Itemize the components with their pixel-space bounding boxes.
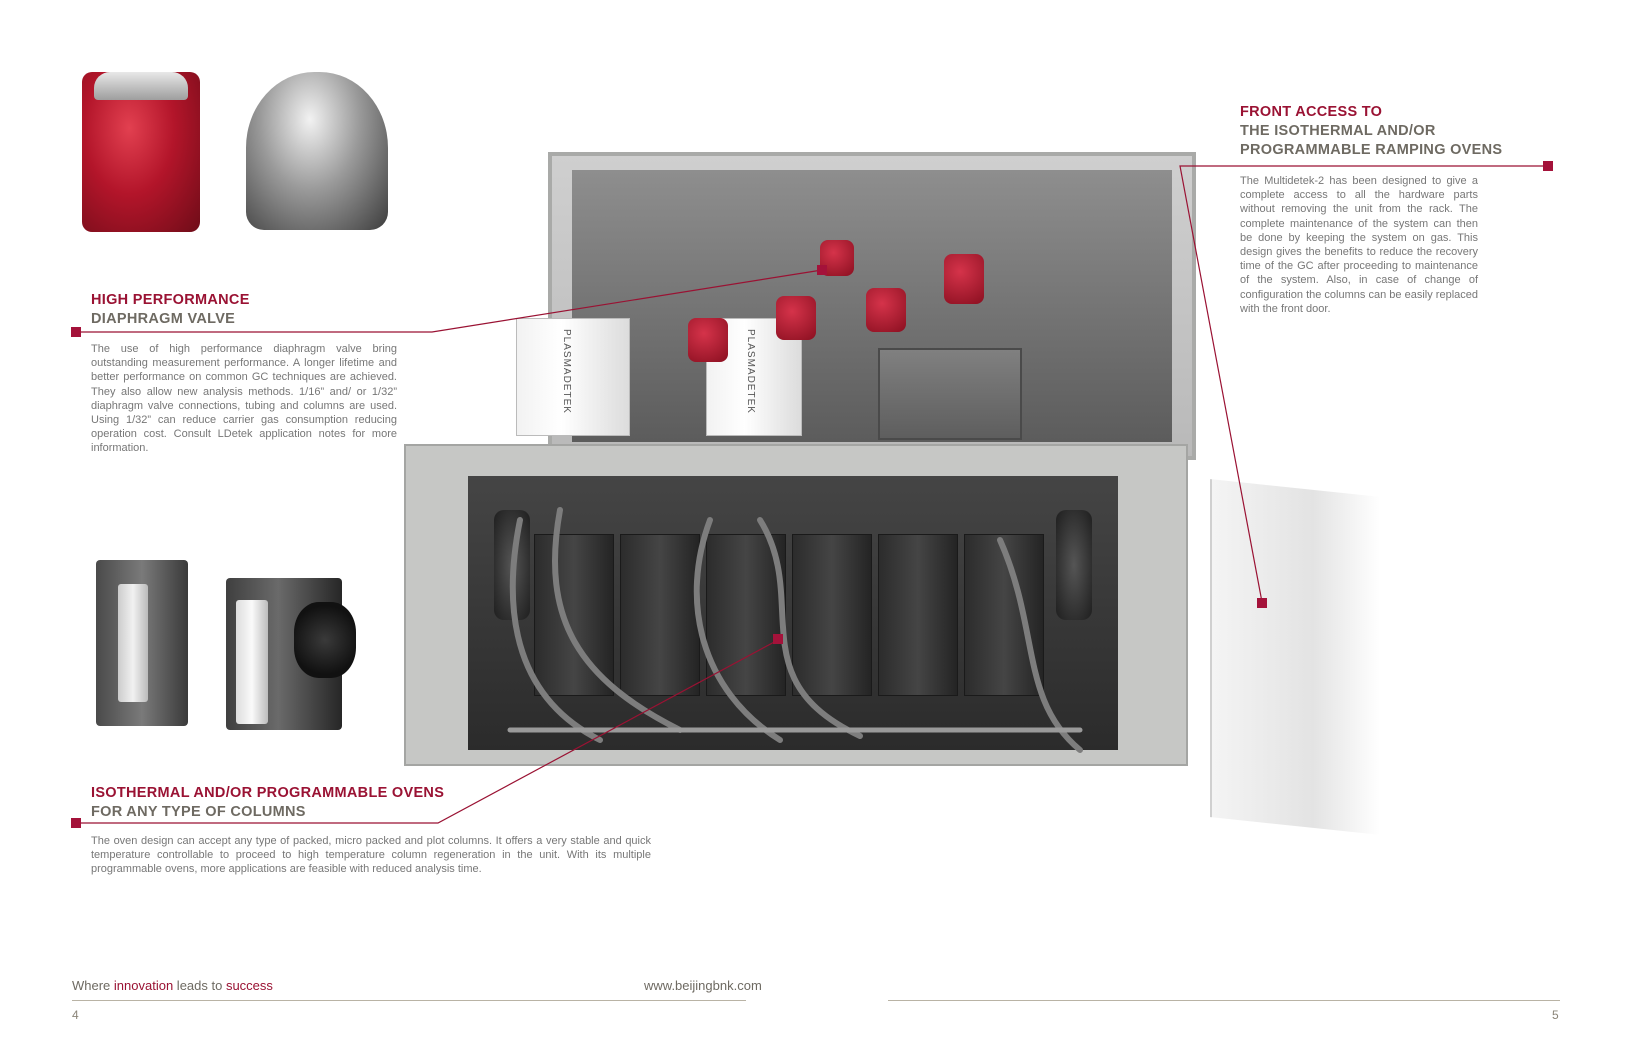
oven-block xyxy=(878,534,958,696)
cable-bundle xyxy=(507,507,1083,753)
front-access-section: FRONT ACCESS TO THE ISOTHERMAL AND/OR PR… xyxy=(1240,103,1540,160)
ovens-body: The oven design can accept any type of p… xyxy=(91,835,651,876)
plasmadetek-detector-left: PLASMADETEK xyxy=(516,318,630,436)
oven-block xyxy=(534,534,614,696)
detector-label: PLASMADETEK xyxy=(561,329,572,414)
front-access-marker xyxy=(1543,161,1553,171)
oven-with-fan-photo xyxy=(226,578,356,730)
oven-slot xyxy=(118,584,148,702)
ovens-marker xyxy=(71,818,81,828)
cable xyxy=(693,517,783,743)
front-access-title-line1: FRONT ACCESS TO xyxy=(1240,104,1383,120)
ovens-section: ISOTHERMAL AND/OR PROGRAMMABLE OVENS FOR… xyxy=(91,784,511,822)
cable xyxy=(757,517,863,739)
chassis-top-frame xyxy=(548,152,1196,460)
red-diaphragm-valve-photo xyxy=(82,72,200,232)
front-access-title-line3: PROGRAMMABLE RAMPING OVENS xyxy=(1240,142,1503,158)
diaphragm-leader-line xyxy=(74,269,823,333)
page-number-right: 5 xyxy=(1552,1008,1559,1022)
diaphragm-body: The use of high performance diaphragm va… xyxy=(91,343,397,455)
diaphragm-title-line1: HIGH PERFORMANCE xyxy=(91,292,250,308)
oven-slot xyxy=(236,600,268,724)
diaphragm-target-marker xyxy=(817,265,827,275)
valve-in-chassis xyxy=(776,296,816,340)
oven-block xyxy=(964,534,1044,696)
tagline-success: success xyxy=(225,978,273,993)
cable xyxy=(509,517,603,743)
valve-cap xyxy=(94,72,188,100)
valve-in-chassis xyxy=(944,254,984,304)
oven-module-photo xyxy=(96,560,188,726)
footer-rule-right xyxy=(888,1000,1560,1001)
ovens-title-line1: ISOTHERMAL AND/OR PROGRAMMABLE OVENS xyxy=(91,785,445,801)
tagline-part3: leads to xyxy=(173,978,226,993)
footer-rule-left xyxy=(72,1000,746,1001)
ovens-heading: ISOTHERMAL AND/OR PROGRAMMABLE OVENS FOR… xyxy=(91,784,511,822)
diaphragm-section: HIGH PERFORMANCE DIAPHRAGM VALVE xyxy=(91,291,401,329)
valve-in-chassis xyxy=(866,288,906,332)
diaphragm-title-line2: DIAPHRAGM VALVE xyxy=(91,311,236,327)
electronics-box xyxy=(878,348,1022,440)
ovens-target-marker xyxy=(773,634,783,644)
ovens-leader-line xyxy=(74,639,779,824)
page-number-left: 4 xyxy=(72,1008,79,1022)
footer-tagline: Where innovation leads to success xyxy=(72,978,273,993)
steel-diaphragm-valve-photo xyxy=(246,72,388,230)
tagline-part1: Where xyxy=(72,978,114,993)
detector-label: PLASMADETEK xyxy=(745,329,756,414)
cable xyxy=(552,507,683,733)
ovens-title-line2: FOR ANY TYPE OF COLUMNS xyxy=(91,804,306,820)
fan-right-icon xyxy=(1056,510,1092,620)
front-access-target-marker xyxy=(1257,598,1267,608)
front-access-title-line2: THE ISOTHERMAL AND/OR xyxy=(1240,123,1436,139)
oven-block xyxy=(792,534,872,696)
front-access-body: The Multidetek-2 has been designed to gi… xyxy=(1240,175,1478,315)
diaphragm-heading: HIGH PERFORMANCE DIAPHRAGM VALVE xyxy=(91,291,401,329)
oven-block xyxy=(620,534,700,696)
front-access-leader-line xyxy=(1179,165,1548,603)
valve-in-chassis xyxy=(688,318,728,362)
footer-website[interactable]: www.beijingbnk.com xyxy=(644,978,762,993)
front-access-heading: FRONT ACCESS TO THE ISOTHERMAL AND/OR PR… xyxy=(1240,103,1540,160)
diaphragm-marker xyxy=(71,327,81,337)
oven-block xyxy=(706,534,786,696)
tagline-innovation: innovation xyxy=(113,978,174,993)
oven-fan xyxy=(294,602,356,678)
